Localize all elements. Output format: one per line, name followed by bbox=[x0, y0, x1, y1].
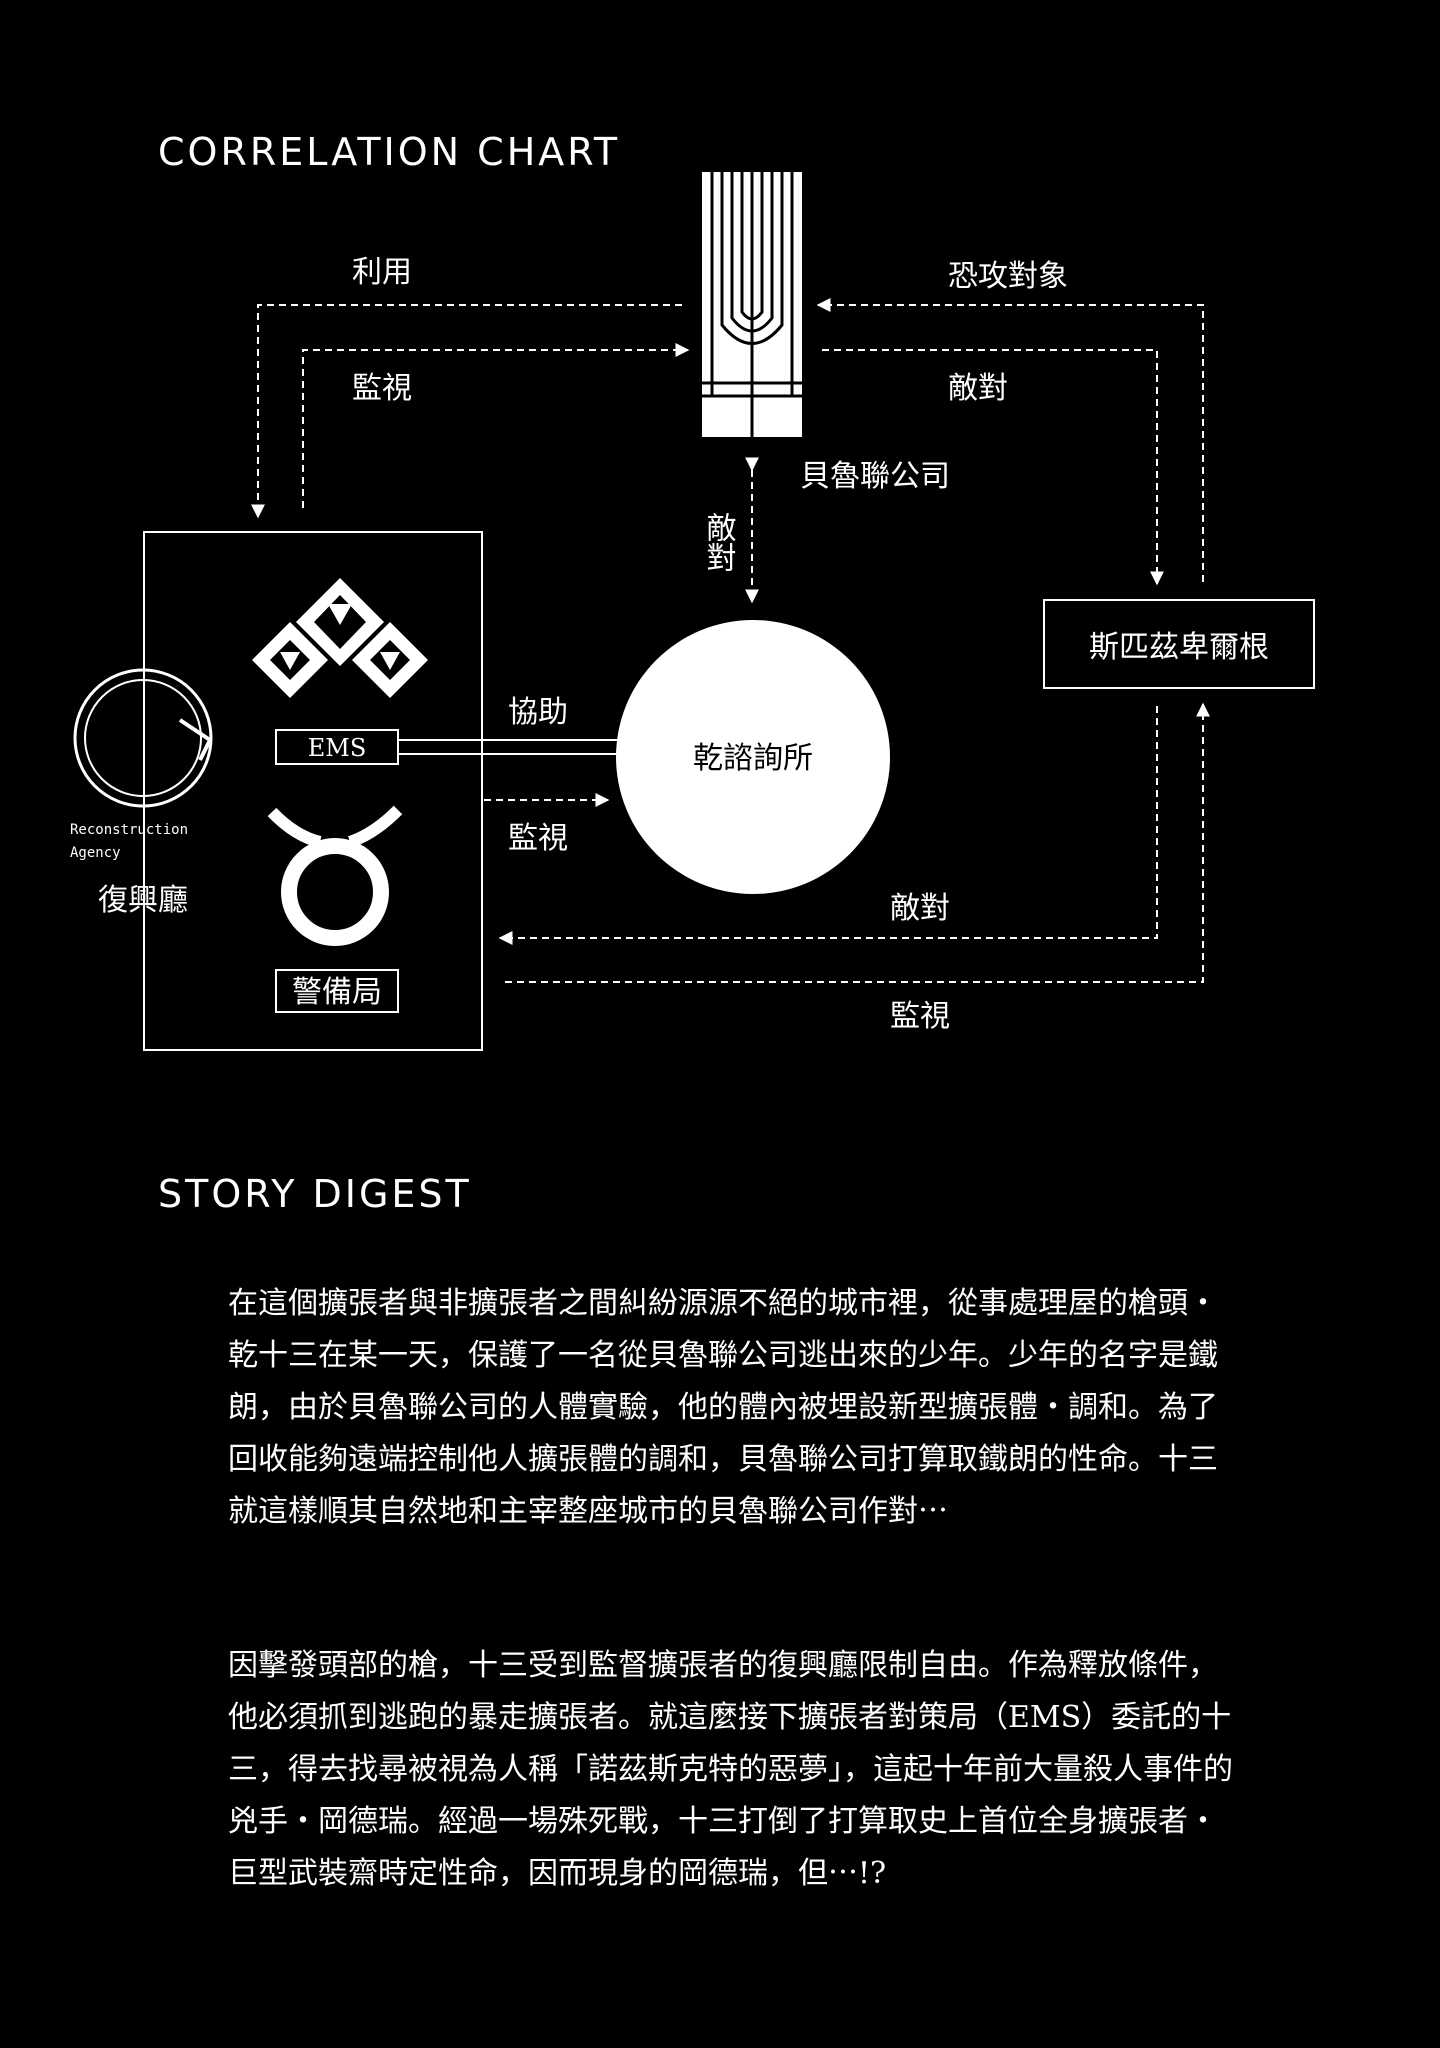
spiz-node bbox=[1043, 599, 1315, 689]
edge-watch-bottom bbox=[505, 702, 1210, 983]
story-text: 在這個擴張者與非擴張者之間糾紛源源不絕的城市裡，從事處理屋的槍頭・乾十三在某一天… bbox=[228, 1286, 1218, 1529]
edge-assist bbox=[398, 739, 618, 755]
ems-label: EMS bbox=[308, 734, 367, 762]
edge-label-watch-top: 監視 bbox=[352, 371, 412, 406]
story-paragraph-1: 在這個擴張者與非擴張者之間糾紛源源不絕的城市裡，從事處理屋的槍頭・乾十三在某一天… bbox=[228, 1278, 1238, 1538]
edge-label-hostile-bottom: 敵對 bbox=[890, 891, 950, 926]
police-logo bbox=[267, 805, 403, 946]
correlation-diagram: 貝魯聯公司 乾諮詢所 斯匹茲卑爾根 Reconstruction Agency … bbox=[70, 172, 1315, 1051]
reconstruction-agency-logo: Reconstruction Agency bbox=[70, 668, 213, 861]
chart-heading: CORRELATION CHART bbox=[158, 130, 621, 174]
edge-hostile-top bbox=[822, 349, 1164, 586]
svg-text:Reconstruction: Reconstruction bbox=[70, 822, 188, 838]
edge-label-watch-bottom: 監視 bbox=[890, 999, 950, 1034]
story-heading: STORY DIGEST bbox=[158, 1172, 472, 1216]
edge-terror-target bbox=[816, 298, 1204, 582]
police-node bbox=[275, 969, 399, 1013]
beru-logo bbox=[702, 172, 802, 437]
fuxing-label: 復興廳 bbox=[98, 883, 188, 918]
edge-label-assist: 協助 bbox=[508, 695, 568, 730]
qian-label: 乾諮詢所 bbox=[693, 741, 813, 776]
police-label: 警備局 bbox=[292, 975, 382, 1010]
spiz-label: 斯匹茲卑爾根 bbox=[1089, 630, 1269, 665]
story-paragraph-2: 因擊發頭部的槍，十三受到監督擴張者的復興廳限制自由。作為釋放條件，他必須抓到逃跑… bbox=[228, 1640, 1238, 1900]
svg-text:Agency: Agency bbox=[70, 845, 121, 861]
qian-node bbox=[616, 620, 890, 894]
beru-label: 貝魯聯公司 bbox=[800, 459, 950, 494]
story-text: 因擊發頭部的槍，十三受到監督擴張者的復興廳限制自由。作為釋放條件，他必須抓到逃跑… bbox=[228, 1648, 1233, 1891]
edge-watch-top bbox=[302, 343, 690, 508]
edge-label-hostile-vertical: 敵對 bbox=[701, 512, 736, 572]
edge-label-watch-mid: 監視 bbox=[508, 821, 568, 856]
ems-logo bbox=[252, 578, 428, 698]
edge-label-hostile-top: 敵對 bbox=[948, 371, 1008, 406]
edge-hostile-bottom bbox=[498, 706, 1158, 945]
edge-label-terror-target: 恐攻對象 bbox=[948, 259, 1068, 294]
ems-node bbox=[275, 729, 399, 765]
edge-use bbox=[251, 304, 682, 519]
government-group bbox=[143, 531, 483, 1051]
edge-label-use: 利用 bbox=[352, 255, 412, 290]
